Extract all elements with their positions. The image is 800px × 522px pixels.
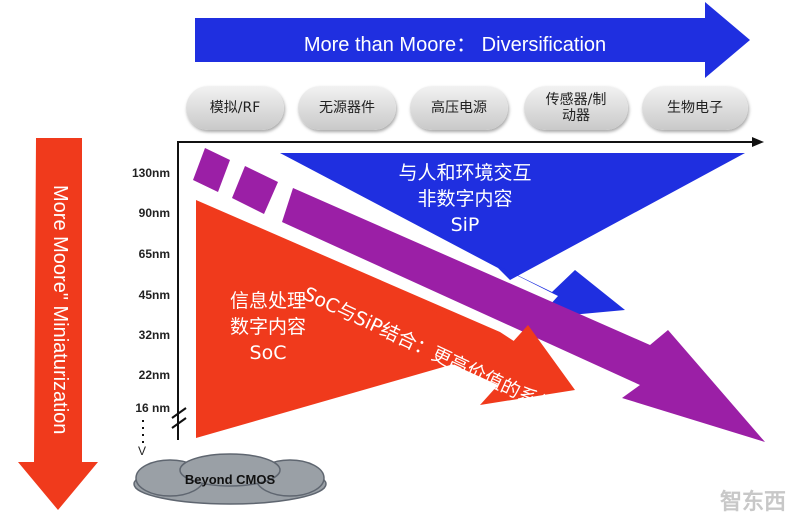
axis-lines bbox=[177, 141, 760, 440]
red-arrow-tip bbox=[410, 305, 575, 405]
category-pill: 无源器件 bbox=[298, 86, 396, 130]
node-label: 22nm bbox=[138, 368, 170, 382]
blue-region bbox=[280, 153, 745, 280]
top-arrow bbox=[195, 2, 750, 78]
category-pill: 高压电源 bbox=[410, 86, 508, 130]
node-label: 16 nm bbox=[135, 401, 170, 415]
blue-region-line: 非数字内容 bbox=[417, 188, 513, 210]
axis-break bbox=[171, 417, 187, 429]
top-arrow-label: More than Moore： Diversification bbox=[303, 34, 607, 56]
beyond-cmos-cloud bbox=[133, 453, 327, 505]
blue-region-line: 与人和环境交互 bbox=[398, 162, 532, 184]
node-label: 65nm bbox=[138, 247, 170, 261]
category-pill: 模拟/RF bbox=[186, 86, 284, 130]
red-region-line: 信息处理 bbox=[229, 290, 306, 312]
blue-region-text: 与人和环境交互 非数字内容 SiP bbox=[355, 160, 575, 238]
purple-square bbox=[232, 166, 278, 214]
axis-break bbox=[171, 407, 187, 419]
purple-band bbox=[282, 188, 765, 442]
left-arrow-label: More Moore" Miniaturization bbox=[49, 185, 71, 435]
axis-arrowhead bbox=[752, 137, 764, 147]
node-label: 45nm bbox=[138, 288, 170, 302]
red-region-line: 数字内容 bbox=[229, 316, 306, 338]
red-region bbox=[196, 200, 520, 438]
category-pill: 传感器/制 动器 bbox=[524, 86, 628, 130]
node-label: 130nm bbox=[131, 166, 170, 180]
watermark: 智东西 bbox=[719, 490, 786, 515]
red-region-line: SoC bbox=[249, 342, 287, 364]
blue-region-line: SiP bbox=[450, 214, 480, 236]
left-arrow bbox=[18, 138, 98, 510]
node-label: V bbox=[137, 444, 146, 458]
blue-arrow-tip bbox=[482, 258, 625, 318]
node-label: 32nm bbox=[138, 328, 170, 342]
purple-square bbox=[193, 148, 230, 192]
node-label: 90nm bbox=[138, 206, 170, 220]
category-pill: 生物电子 bbox=[642, 86, 748, 130]
red-region-text: 信息处理 数字内容 SoC bbox=[198, 288, 338, 366]
beyond-cmos-label: Beyond CMOS bbox=[184, 472, 276, 487]
